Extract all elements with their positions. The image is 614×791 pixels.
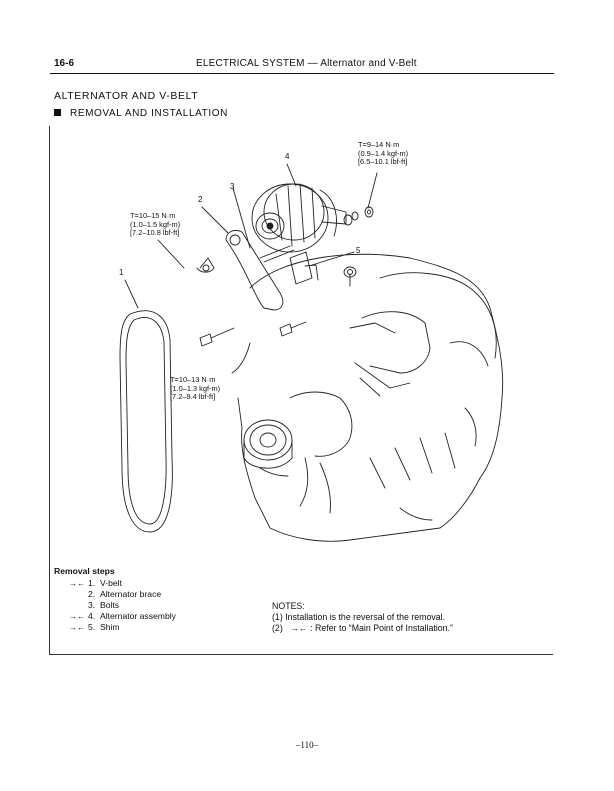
arrow-mark-icon: →← [69, 612, 85, 621]
step-number: 4. [88, 611, 96, 621]
list-item: →← 5. Shim [54, 622, 254, 633]
bolts-and-shim [199, 206, 374, 347]
torque-line: T=10–15 N·m [130, 211, 176, 220]
step-number: 1. [88, 578, 96, 588]
torque-line: T=10–13 N·m [170, 375, 216, 384]
list-item: →← 1. V-belt [54, 578, 254, 589]
part-number-3: 3 [230, 182, 235, 191]
alternator-brace [196, 229, 284, 311]
step-text: Alternator assembly [100, 611, 176, 621]
part-number-1: 1 [119, 268, 124, 277]
frame-bottom-border [49, 654, 553, 655]
part-number-4: 4 [285, 152, 290, 161]
torque-line: T=9–14 N·m [358, 140, 400, 149]
torque-line: [6.5–10.1 lbf-ft] [358, 157, 408, 167]
list-item: →← 4. Alternator assembly [54, 611, 254, 622]
torque-line: (1.0–1.3 kgf-m) [170, 383, 221, 393]
arrow-mark-icon: →← [69, 623, 85, 632]
notes: NOTES: (1) Installation is the reversal … [272, 601, 453, 634]
note-line-2: (2) →← : Refer to “Main Point of Install… [272, 623, 453, 634]
crank-pulley [243, 419, 293, 469]
arrow-mark-icon: →← [290, 623, 308, 633]
section-title: ALTERNATOR AND V-BELT [54, 90, 199, 102]
step-text: Bolts [100, 600, 120, 610]
arrow-mark-icon: →← [69, 579, 85, 588]
alternator-body [251, 183, 347, 253]
notes-heading: NOTES: [272, 601, 305, 611]
torque-line: [7.2–9.4 lbf-ft] [170, 392, 216, 402]
removal-steps: Removal steps →← 1. V-belt 2. Alternator… [54, 566, 254, 633]
removal-steps-heading: Removal steps [54, 566, 115, 576]
note-2-text: : Refer to “Main Point of Installation.” [310, 623, 453, 633]
step-number: 3. [88, 600, 96, 610]
exploded-diagram: 1 2 3 4 5 T=9–14 N·m (0.9–1.4 kgf-m) [6.… [50, 128, 550, 558]
step-text: Alternator brace [100, 589, 162, 599]
torque-label-top-right: T=9–14 N·m (0.9–1.4 kgf-m) [6.5–10.1 lbf… [358, 140, 409, 167]
page-header: 16-6 ELECTRICAL SYSTEM — Alternator and … [54, 58, 554, 72]
list-item: 2. Alternator brace [54, 589, 254, 600]
page-code: 16-6 [54, 58, 75, 69]
torque-line: (0.9–1.4 kgf-m) [358, 148, 409, 158]
torque-label-lower: T=10–13 N·m (1.0–1.3 kgf-m) [7.2–9.4 lbf… [170, 375, 221, 402]
engine-block-outline [237, 253, 504, 542]
torque-line: [7.2–10.8 lbf-ft] [130, 228, 180, 238]
header-rule [50, 73, 554, 74]
step-number: 2. [88, 589, 96, 599]
subsection-title: REMOVAL AND INSTALLATION [54, 108, 228, 119]
frame-left-border [49, 126, 50, 654]
part-number-2: 2 [198, 195, 203, 204]
note-2-prefix: (2) [272, 623, 283, 633]
step-text: V-belt [100, 578, 122, 588]
torque-line: (1.0–1.5 kgf-m) [130, 219, 181, 229]
step-number: 5. [88, 622, 96, 632]
square-bullet-icon [54, 109, 61, 116]
alternator-engine-drawing [119, 163, 504, 542]
torque-label-upper-left: T=10–15 N·m (1.0–1.5 kgf-m) [7.2–10.8 lb… [130, 211, 181, 238]
list-item: 3. Bolts [54, 600, 254, 611]
subsection-title-text: REMOVAL AND INSTALLATION [70, 108, 228, 119]
page-number: –110– [295, 740, 319, 750]
header-title: ELECTRICAL SYSTEM — Alternator and V-Bel… [196, 58, 417, 69]
note-line-1: (1) Installation is the reversal of the … [272, 612, 446, 622]
v-belt [119, 310, 173, 533]
leader-lines [124, 163, 378, 374]
part-number-5: 5 [356, 246, 361, 255]
step-text: Shim [100, 622, 120, 632]
